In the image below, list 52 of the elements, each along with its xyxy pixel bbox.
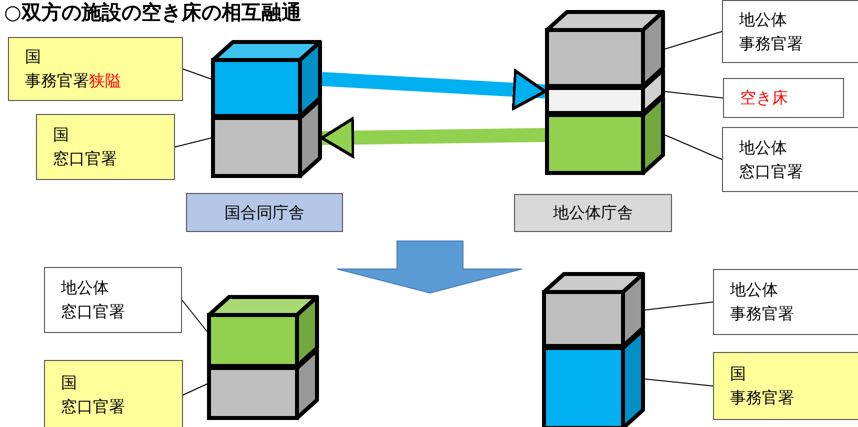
floor-block: [542, 272, 645, 348]
callout-text: 国: [61, 372, 78, 394]
leader-line: [664, 31, 722, 50]
callout-box: [722, 127, 858, 192]
callout-text: 事務官署: [25, 70, 89, 92]
leader-line: [174, 138, 212, 148]
callout-box: [723, 78, 844, 118]
callout-box: [8, 37, 183, 101]
callout-text: 地公体: [730, 279, 779, 301]
leader-line: [182, 68, 212, 80]
callout-text: 地公体: [739, 136, 788, 158]
leader-line: [664, 91, 724, 98]
building-label: [186, 193, 343, 232]
callout-text: 地公体: [61, 277, 110, 299]
floor-block: [542, 328, 645, 427]
building-label: [514, 194, 672, 232]
leader-line: [644, 302, 714, 310]
callout-text: 事務官署: [739, 32, 804, 54]
callout-text: 窓口官署: [739, 160, 804, 182]
floor-block: [545, 10, 665, 88]
callout-text: 地公体: [739, 8, 788, 30]
leader-line: [664, 134, 722, 160]
callout-box: [36, 114, 175, 180]
floor-block: [211, 40, 322, 118]
floor-block: [545, 68, 665, 115]
floor-block: [207, 348, 319, 420]
callout-box: [44, 267, 182, 333]
floor-block: [207, 295, 319, 368]
warning-text: 狭隘: [89, 70, 121, 92]
leader-line: [182, 300, 208, 332]
floor-block: [211, 98, 322, 178]
floor-block: [545, 95, 665, 175]
callout-text: 窓口官署: [53, 148, 118, 170]
callout-text: 国: [25, 46, 42, 68]
callout-text: 国: [730, 363, 747, 385]
callout-box: [722, 0, 858, 63]
leader-line: [182, 384, 208, 396]
leader-line: [644, 378, 714, 386]
callout-box: [44, 360, 183, 427]
callout-text: 窓口官署: [61, 301, 126, 323]
callout-text: 事務官署: [730, 387, 795, 409]
callout-box: [713, 269, 858, 335]
title: ○双方の施設の空き床の相互融通: [4, 0, 302, 24]
block-arrow: [320, 117, 546, 158]
callout-text: 国合同庁舎: [224, 202, 304, 224]
callout-text: 事務官署: [730, 303, 795, 325]
callout-box: [713, 352, 858, 420]
callout-text: 地公体庁舎: [553, 202, 633, 224]
callout-text: 国: [53, 124, 70, 146]
callout-text: 空き床: [740, 87, 789, 109]
callout-text: 窓口官署: [61, 396, 126, 418]
block-arrow: [322, 69, 546, 110]
